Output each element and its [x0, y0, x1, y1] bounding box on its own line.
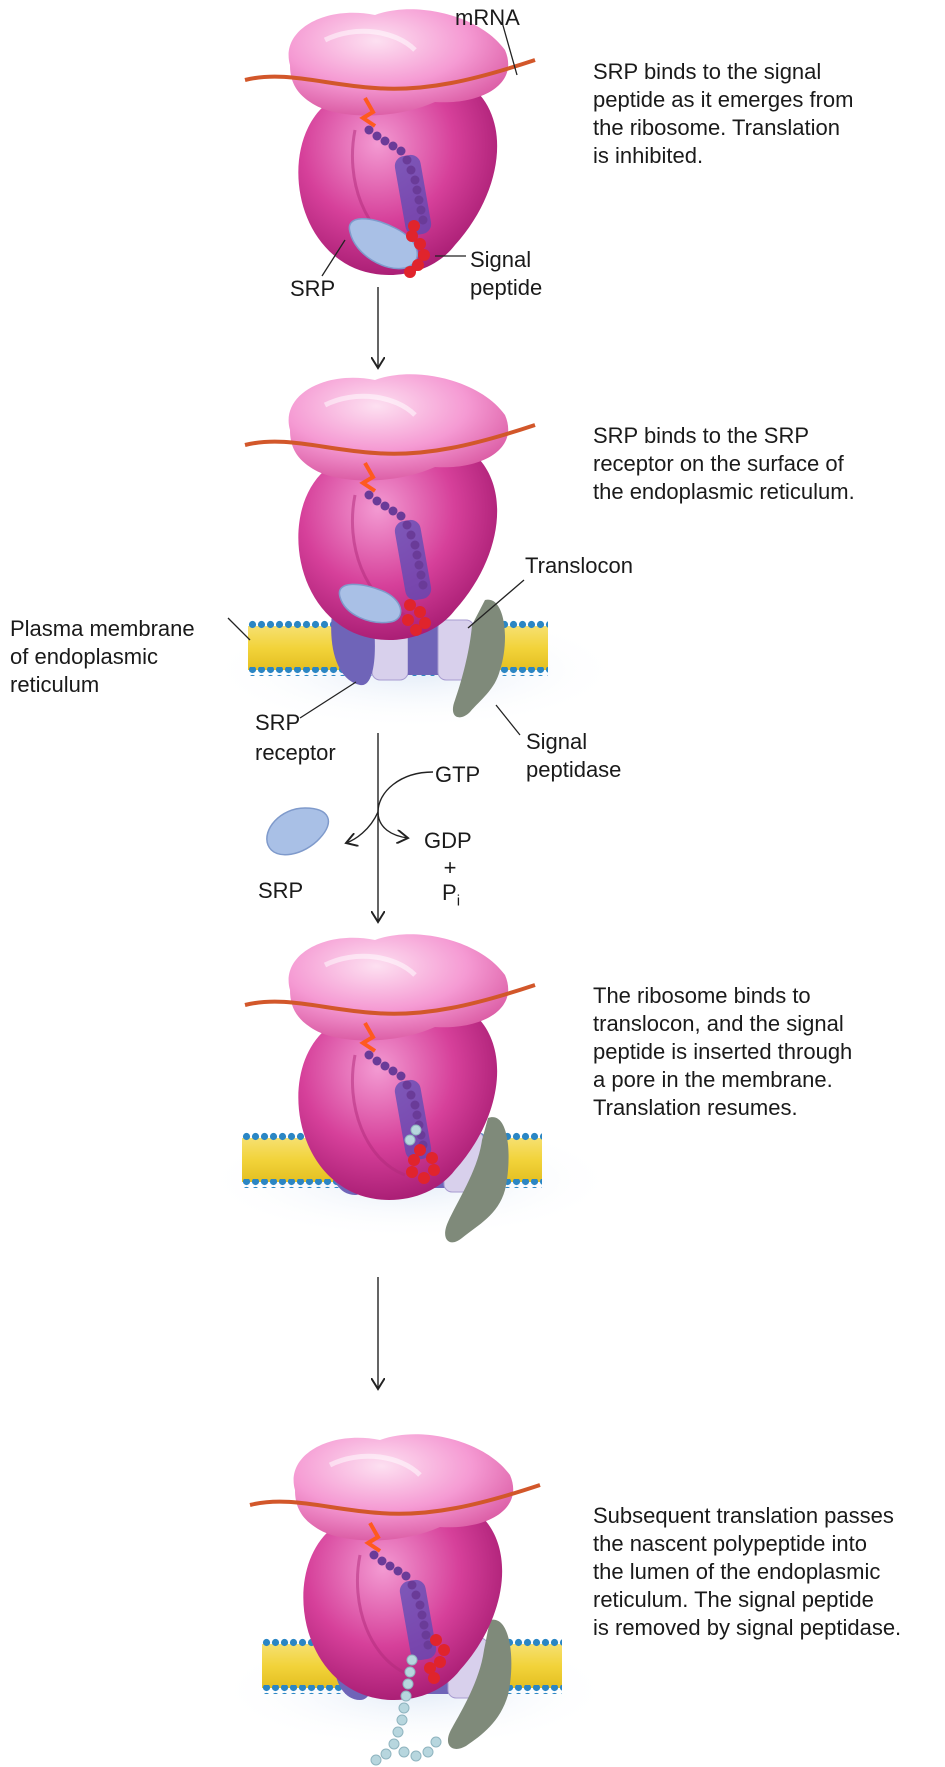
step4-illustration [215, 1434, 615, 1765]
signal-peptidase-label: Signal peptidase [526, 728, 621, 784]
gtp-label: GTP [435, 762, 480, 788]
plus-sign: + [440, 855, 460, 881]
caption-step1: SRP binds to the signal peptide as it em… [593, 58, 938, 170]
released-srp [267, 808, 329, 855]
srp-label-released: SRP [258, 878, 303, 904]
caption-step2: SRP binds to the SRP receptor on the sur… [593, 422, 938, 506]
step1-illustration [245, 9, 535, 278]
srp-receptor-label: SRP receptor [255, 708, 336, 768]
gdp-label: GDP [424, 828, 472, 854]
signal-peptide-label: Signal peptide [470, 246, 542, 302]
translocon-label: Translocon [525, 553, 633, 579]
step3-illustration [200, 934, 620, 1242]
mrna-label: mRNA [455, 5, 520, 31]
srp-label-step1: SRP [290, 276, 335, 302]
caption-step4: Subsequent translation passes the nascen… [593, 1502, 938, 1642]
plasma-membrane-label: Plasma membrane of endoplasmic reticulum [10, 615, 195, 699]
pi-label: Pi [442, 880, 460, 914]
caption-step3: The ribosome binds to translocon, and th… [593, 982, 938, 1122]
